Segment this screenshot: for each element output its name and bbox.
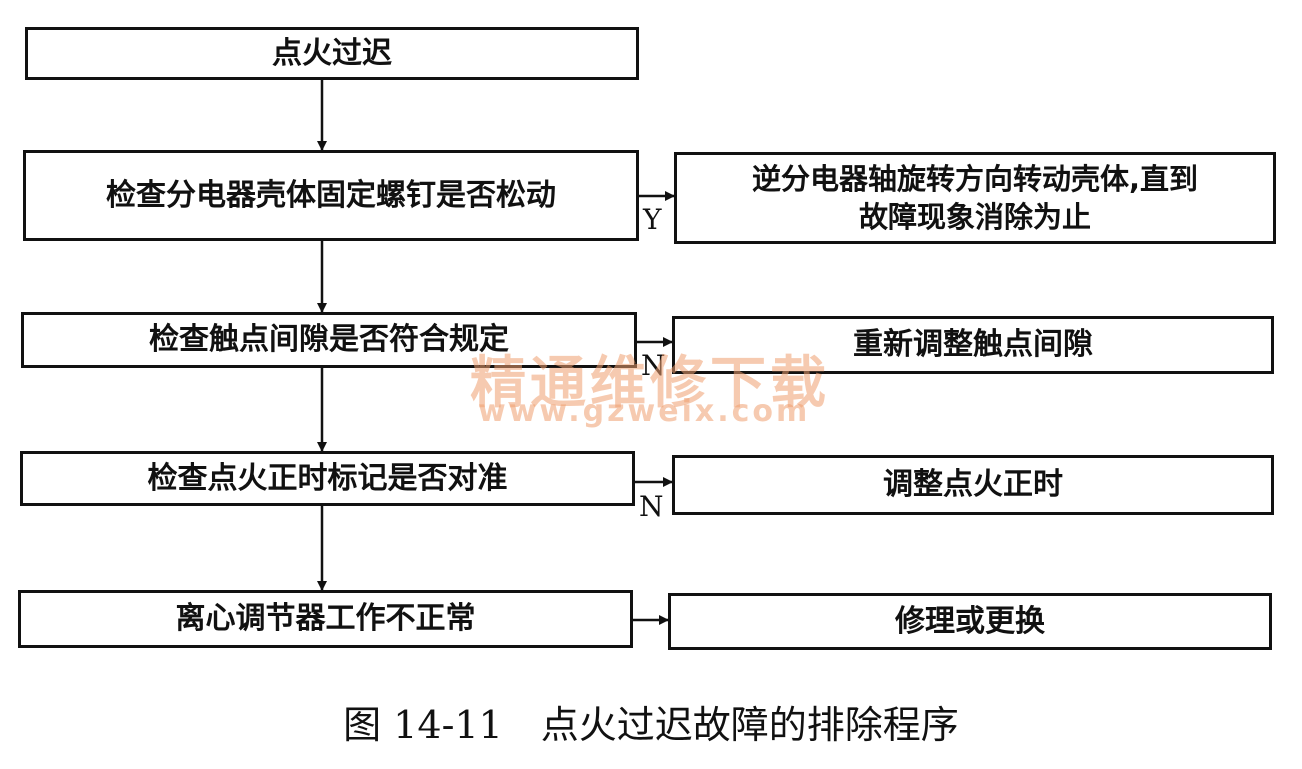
- check-box-3: 检查点火正时标记是否对准: [20, 451, 635, 506]
- check-box-1: 检查分电器壳体固定螺钉是否松动: [23, 150, 639, 241]
- figure-caption: 图 14-11 点火过迟故障的排除程序: [343, 703, 959, 747]
- action-box-3: 调整点火正时: [672, 455, 1274, 515]
- check-box-2: 检查触点间隙是否符合规定: [21, 312, 637, 368]
- watermark-text: 精通维修下载: [470, 351, 830, 416]
- action-box-1: 逆分电器轴旋转方向转动壳体,直到故障现象消除为止: [674, 152, 1276, 244]
- start-box: 点火过迟: [25, 27, 639, 80]
- branch-label-2: N: [641, 349, 666, 382]
- branch-label-1: Y: [643, 203, 662, 236]
- watermark-url: www.gzweix.com: [478, 394, 811, 429]
- action-box-2: 重新调整触点间隙: [672, 316, 1274, 374]
- check-box-4: 离心调节器工作不正常: [18, 590, 633, 648]
- action-box-4: 修理或更换: [668, 593, 1272, 650]
- branch-label-3: N: [639, 490, 664, 523]
